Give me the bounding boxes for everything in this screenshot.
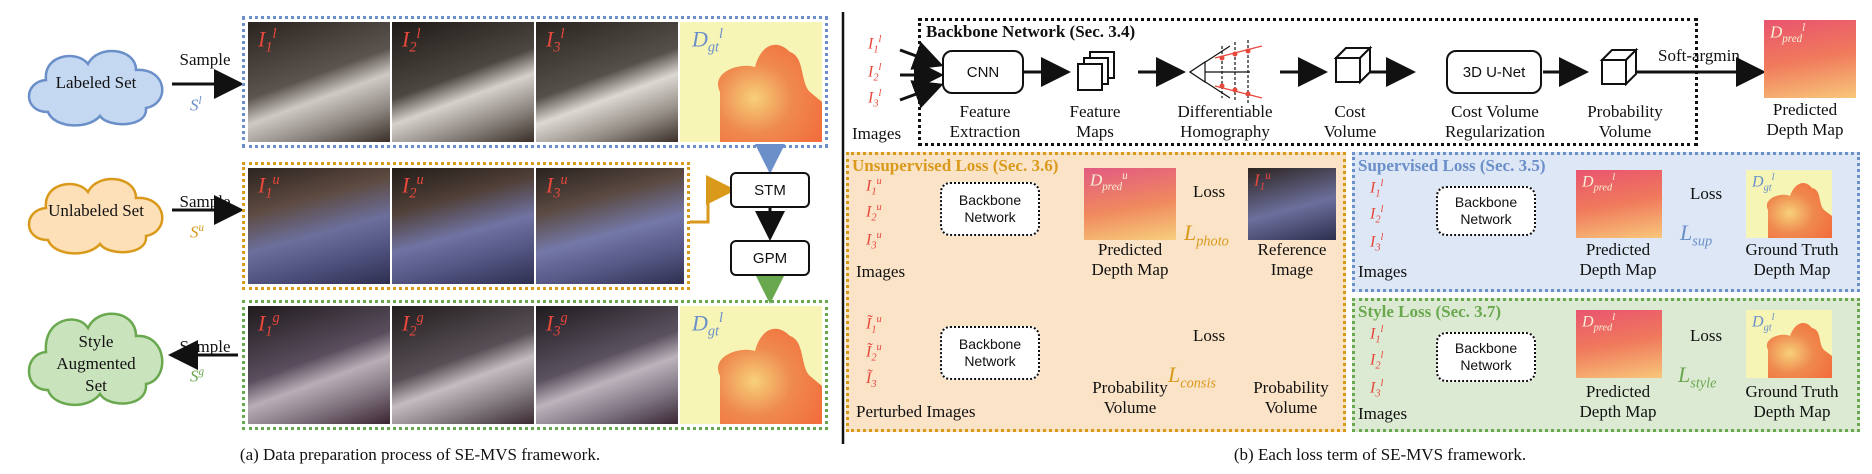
sup-predicted-depth: Dpredl: [1576, 170, 1662, 238]
l-sup: Lsup: [1680, 220, 1713, 250]
cnn-box: CNN: [942, 50, 1024, 94]
sample-symbol-labeled: Sl: [190, 95, 202, 115]
sample-label-2: Sample: [179, 192, 231, 211]
sample-symbol-style: Sg: [190, 366, 205, 386]
style-set-label-3: Set: [85, 376, 107, 395]
unsup-images-label: Images: [856, 262, 906, 281]
style-predicted-depth: Dpredl: [1576, 310, 1662, 378]
sample-label-1: Sample: [179, 50, 231, 69]
labeled-set-cloud: Labeled Set: [18, 42, 174, 128]
style-gt-depth: Dgtl: [680, 306, 822, 424]
feature-maps-icon: [1077, 51, 1115, 91]
unsup-predicted-depth: Dpredu: [1084, 168, 1176, 240]
style-title: Style Loss (Sec. 3.7): [1358, 302, 1502, 321]
unlabeled-image-3: I3u: [536, 168, 684, 284]
bb-images-label: Images: [852, 124, 902, 143]
style-loss-label: Loss: [1690, 326, 1723, 345]
unlabeled-image-2: I2u: [392, 168, 534, 284]
style-image-2: I2g: [392, 306, 534, 424]
caption-b: (b) Each loss term of SE-MVS framework.: [1233, 445, 1527, 464]
labeled-gt-depth: Dgtl: [680, 22, 822, 142]
bb-predicted-depth: Dpredl: [1764, 20, 1856, 98]
bb-input-2: I2l: [868, 62, 882, 84]
sup-title: Supervised Loss (Sec. 3.5): [1358, 156, 1546, 175]
backbone-title: Backbone Network (Sec. 3.4): [926, 22, 1136, 41]
style-set-label-1: Style: [78, 332, 114, 351]
l-style: Lstyle: [1678, 362, 1717, 392]
stm-box: STM: [730, 172, 810, 208]
labeled-image-1: I1l: [248, 22, 390, 142]
perturbed-images-label: Perturbed Images: [856, 402, 976, 421]
sup-gt-depth: Dgtl: [1746, 170, 1832, 238]
caption-a: (a) Data preparation process of SE-MVS f…: [239, 445, 601, 464]
l-consis: Lconsis: [1168, 362, 1216, 392]
style-gt-depth-small: Dgtl: [1746, 310, 1832, 378]
unsup-loss-label: Loss: [1193, 182, 1226, 201]
sup-loss-label: Loss: [1690, 184, 1723, 203]
labeled-image-2: I2l: [392, 22, 534, 142]
homography-icon: [1188, 40, 1263, 104]
soft-argmin-label: Soft-argmin: [1658, 46, 1740, 65]
style-image-3: I3g: [536, 306, 678, 424]
labeled-image-3: I3l: [536, 22, 678, 142]
style-images-label: Images: [1358, 404, 1408, 423]
sample-symbol-unlabeled: Su: [190, 222, 205, 242]
style-set-cloud: Style Augmented Set: [18, 304, 174, 408]
unlabeled-image-1: I1u: [248, 168, 390, 284]
labeled-set-label: Labeled Set: [55, 73, 137, 92]
gpm-box: GPM: [730, 240, 810, 276]
unsup-loss-label-2: Loss: [1193, 326, 1226, 345]
probability-volume-cube: [1599, 47, 1639, 87]
style-row-panel: [242, 300, 828, 430]
unet-box: 3D U-Net: [1446, 50, 1542, 94]
sup-images-label: Images: [1358, 262, 1408, 281]
unsup-title: Unsupervised Loss (Sec. 3.6): [852, 156, 1059, 175]
unlabeled-set-label: Unlabeled Set: [48, 201, 144, 220]
unlabeled-set-cloud: Unlabeled Set: [18, 170, 174, 256]
unsup-reference-image: I1u: [1248, 168, 1336, 240]
sample-label-3: Sample: [179, 337, 231, 356]
backbone-panel: [918, 18, 1698, 146]
labeled-row-panel: [242, 16, 828, 148]
cost-volume-cube: [1333, 45, 1373, 85]
l-photo: Lphoto: [1184, 220, 1229, 250]
unlabeled-row-panel: [242, 162, 690, 290]
style-set-label-2: Augmented: [56, 354, 136, 373]
bb-input-1: I1l: [868, 34, 882, 56]
style-image-1: I1g: [248, 306, 390, 424]
bb-input-3: I3l: [868, 88, 882, 110]
